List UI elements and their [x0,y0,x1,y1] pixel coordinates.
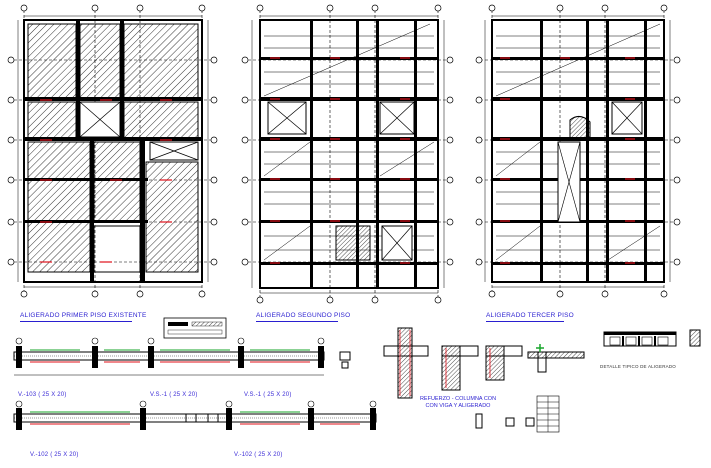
title-second-floor-underline [256,321,338,322]
plan-first-floor [7,4,218,298]
column-detail-2 [441,345,479,391]
plan-third-floor [475,4,681,298]
reinforcement-note: REFUERZO - COLUMNA CON CON VIGA Y ALIGER… [408,396,508,410]
reinforcement-note-line1: REFUERZO - COLUMNA CON [419,396,497,402]
reinforcement-note-line2: CON VIGA Y ALIGERADO [425,403,491,409]
column-detail-1 [383,327,429,399]
beam-label-v103: V.-103 ( 25 X 20) [18,392,67,398]
legend-box [163,317,227,339]
title-third-floor: ALIGERADO TERCER PISO [486,312,574,319]
title-first-floor-underline [20,321,132,322]
beam-label-vs1-b: V.S.-1 ( 25 X 20) [244,392,292,398]
title-third-floor-underline [486,321,564,322]
column-detail-4 [527,344,585,373]
beam-label-vs1-a: V.S.-1 ( 25 X 20) [150,392,198,398]
title-second-floor: ALIGERADO SEGUNDO PISO [256,312,351,319]
section-details [475,413,535,429]
typical-slab-detail-label: DETALLE TIPICO DE ALIGERADO [600,364,677,369]
beam-elevation-2 [13,400,377,430]
typical-slab-detail [603,329,701,347]
beam-label-v102-a: V.-102 ( 25 X 20) [30,452,79,458]
plan-second-floor [241,4,454,304]
column-detail-3 [485,345,523,381]
beam-label-v102-b: V.-102 ( 25 X 20) [234,452,283,458]
title-first-floor: ALIGERADO PRIMER PISO EXISTENTE [20,312,147,319]
schedule-table [536,395,560,433]
beam-elevation-1 [13,337,351,376]
